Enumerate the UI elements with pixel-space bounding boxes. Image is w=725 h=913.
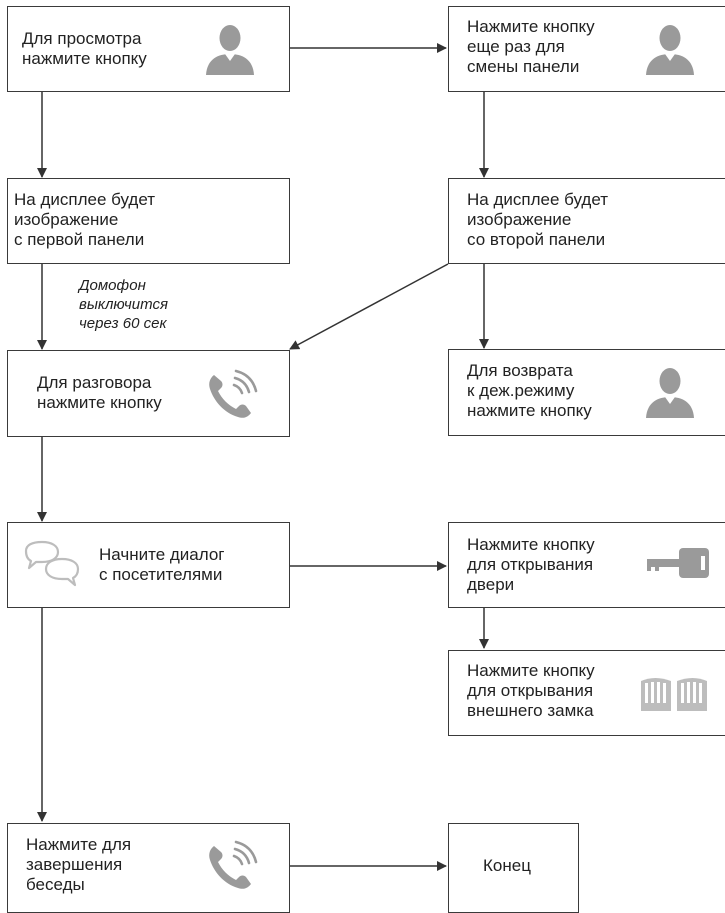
gate-icon	[641, 678, 707, 711]
box-open-door-label: Нажмите кнопку для открывания двери	[467, 535, 595, 594]
key-icon	[647, 548, 709, 578]
box-display-second-label: На дисплее будет изображение со второй п…	[467, 190, 609, 249]
box-open-lock: Нажмите кнопку для открывания внешнего з…	[448, 650, 725, 736]
box-press-again: Нажмите кнопку еще раз для смены панели	[448, 6, 725, 92]
arrow-display-second-to-talk	[289, 263, 449, 350]
phone-icon	[209, 369, 258, 418]
box-end-call: Нажмите для завершения беседы	[7, 823, 290, 913]
box-end-call-label: Нажмите для завершения беседы	[26, 835, 132, 894]
box-talk: Для разговора нажмите кнопку	[7, 350, 290, 437]
box-view: Для просмотра нажмите кнопку	[7, 6, 290, 92]
box-return-label: Для возврата к деж.режиму нажмите кнопку	[467, 361, 592, 420]
box-dialog: Начните диалог с посетителями	[7, 522, 290, 608]
box-end: Конец	[448, 823, 579, 913]
box-open-door: Нажмите кнопку для открывания двери	[448, 522, 725, 608]
note-auto-off: Домофон выключится через 60 сек	[79, 277, 168, 332]
user-icon	[206, 25, 254, 75]
box-dialog-label: Начните диалог с посетителями	[99, 545, 225, 584]
box-view-label: Для просмотра нажмите кнопку	[22, 29, 147, 68]
box-open-lock-label: Нажмите кнопку для открывания внешнего з…	[467, 661, 595, 720]
box-press-again-label: Нажмите кнопку еще раз для смены панели	[467, 17, 595, 76]
user-icon	[646, 368, 694, 418]
box-display-second: На дисплее будет изображение со второй п…	[448, 178, 725, 264]
box-display-first-label: На дисплее будет изображение с первой па…	[14, 190, 156, 249]
user-icon	[646, 25, 694, 75]
box-end-label: Конец	[483, 856, 531, 875]
box-return: Для возврата к деж.режиму нажмите кнопку	[448, 349, 725, 436]
chat-bubbles-icon	[24, 540, 80, 587]
phone-icon	[209, 840, 258, 889]
box-talk-label: Для разговора нажмите кнопку	[37, 373, 162, 412]
box-display-first: На дисплее будет изображение с первой па…	[7, 178, 290, 264]
